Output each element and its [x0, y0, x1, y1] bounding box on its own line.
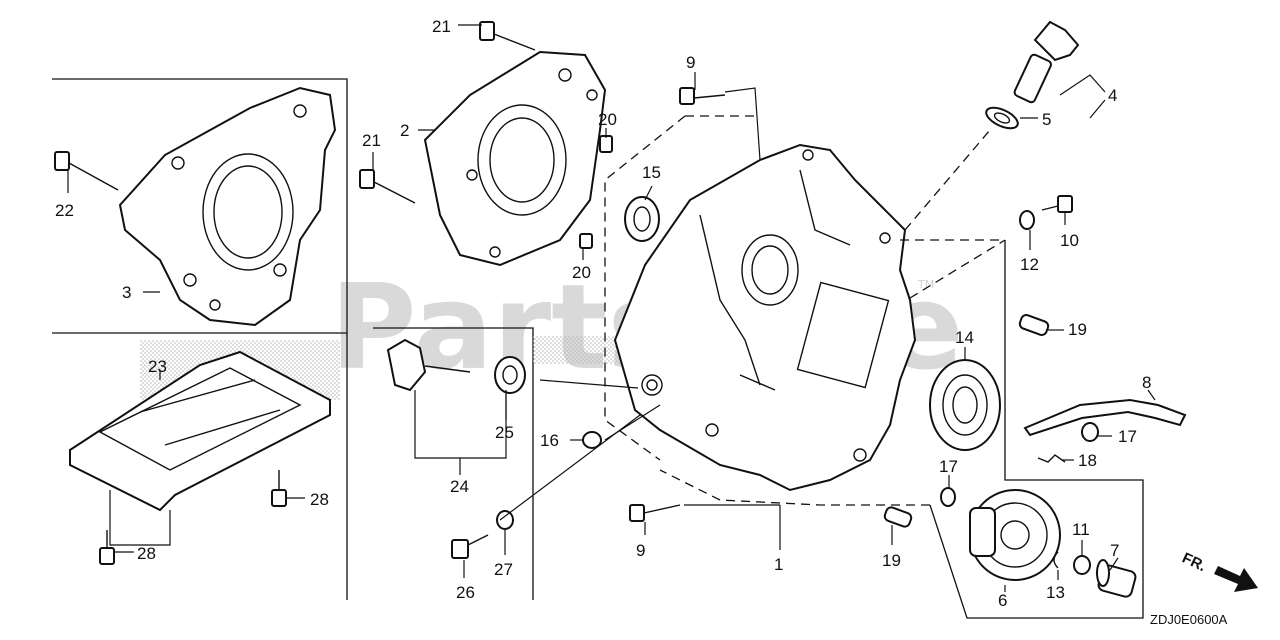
leader-lines — [67, 24, 1156, 592]
callout-12: 12 — [1020, 255, 1039, 274]
spring-18 — [1037, 454, 1066, 463]
bolt-21-top — [479, 21, 536, 51]
front-direction-indicator: FR. — [1179, 549, 1258, 592]
diagram-code: ZDJ0E0600A — [1150, 612, 1228, 627]
bolt-21-left — [359, 169, 416, 204]
governor-arm-part — [1023, 398, 1187, 463]
governor-shaft-part — [1096, 559, 1137, 598]
callout-28: 28 — [310, 490, 329, 509]
callout-27: 27 — [494, 560, 513, 579]
callout-9: 9 — [686, 53, 695, 72]
callout-15: 15 — [642, 163, 661, 182]
frame-governor — [929, 240, 1144, 619]
washer-17-left — [940, 487, 956, 507]
dowel-20-bottom — [579, 233, 593, 249]
callout-6: 6 — [998, 591, 1007, 610]
callout-28: 28 — [137, 544, 156, 563]
case-cover-part — [118, 86, 337, 327]
dowel-20-top — [599, 135, 613, 153]
callout-16: 16 — [540, 431, 559, 450]
bolt-22 — [54, 151, 119, 191]
washer-17-right — [1081, 422, 1099, 442]
callout-11: 11 — [1072, 520, 1090, 539]
crankcase-part — [613, 143, 917, 492]
frame-oil-drain — [373, 327, 534, 600]
small-parts — [494, 135, 1099, 575]
callout-14: 14 — [955, 328, 974, 347]
callout-13: 13 — [1046, 583, 1065, 602]
washer-11 — [1073, 555, 1091, 575]
callout-19: 19 — [882, 551, 901, 570]
frame-under-cover — [52, 332, 348, 600]
callout-18: 18 — [1078, 451, 1097, 470]
callout-4: 4 — [1108, 86, 1117, 105]
bolts — [54, 21, 1073, 565]
bolt-10 — [1041, 195, 1073, 213]
drain-bolt-part — [386, 338, 471, 392]
callout-22: 22 — [55, 201, 74, 220]
callout-19: 19 — [1068, 320, 1087, 339]
under-cover-part — [69, 350, 331, 512]
front-label: FR. — [1179, 549, 1208, 575]
callout-17: 17 — [939, 457, 958, 476]
callout-5: 5 — [1042, 110, 1051, 129]
dowel-19-right — [1018, 314, 1050, 336]
oil-cap-part — [985, 20, 1080, 130]
bolt-9-top — [679, 87, 726, 105]
bolt-26 — [451, 534, 489, 559]
callout-24: 24 — [450, 477, 469, 496]
frame-case-cover — [52, 78, 348, 333]
bearing-15 — [624, 196, 660, 242]
watermark-tm: TM — [917, 278, 934, 291]
section-frames — [52, 78, 1144, 619]
dashed-lines — [604, 115, 1006, 506]
callout-17: 17 — [1118, 427, 1137, 446]
callout-9: 9 — [636, 541, 645, 560]
bearing-14 — [929, 359, 1001, 451]
callout-1: 1 — [774, 555, 783, 574]
callout-20: 20 — [598, 110, 617, 129]
callout-20: 20 — [572, 263, 591, 282]
callout-26: 26 — [456, 583, 475, 602]
callout-3: 3 — [122, 283, 131, 302]
callout-21: 21 — [432, 17, 451, 36]
front-arrow-icon — [1214, 566, 1258, 592]
washer-12 — [1019, 210, 1035, 230]
dowel-19-bottom — [883, 506, 913, 528]
callout-7: 7 — [1110, 541, 1119, 560]
callouts: 21 21 2 22 3 9 20 20 15 4 5 10 12 19 14 … — [55, 17, 1151, 610]
callout-2: 2 — [400, 121, 409, 140]
callout-8: 8 — [1142, 373, 1151, 392]
bolt-28-a — [271, 470, 287, 507]
callout-23: 23 — [148, 357, 167, 376]
callout-21: 21 — [362, 131, 381, 150]
washer-25 — [494, 356, 526, 394]
callout-25: 25 — [495, 423, 514, 442]
washer-27 — [496, 510, 514, 530]
bolt-9-bottom — [629, 504, 681, 522]
case-cover-2-part — [423, 50, 607, 267]
callout-10: 10 — [1060, 231, 1079, 250]
governor-gear-part — [969, 489, 1061, 581]
bolt-28-b — [99, 530, 115, 565]
